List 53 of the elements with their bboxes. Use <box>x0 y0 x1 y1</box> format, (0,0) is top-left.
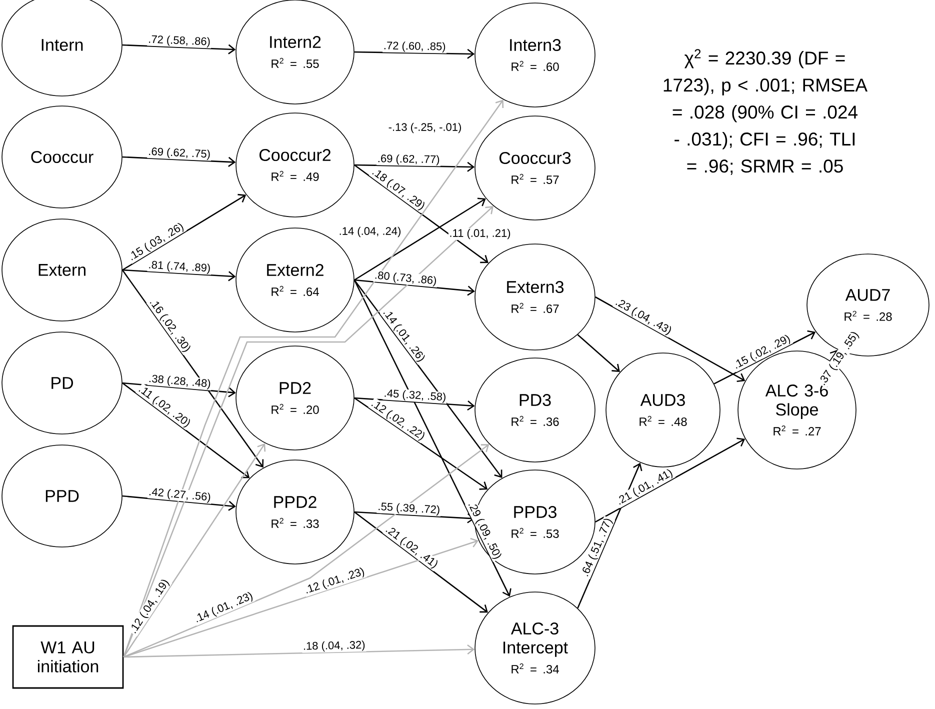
path-arrow <box>122 194 246 271</box>
edge-label: .21 (.01, .41) <box>614 466 676 508</box>
path-arrow <box>122 382 236 398</box>
path-arrow <box>354 511 488 613</box>
path-arrow <box>595 438 746 523</box>
path-arrow <box>122 382 250 478</box>
path-arrow <box>124 644 475 658</box>
path-arrow <box>122 269 236 282</box>
path-arrow <box>714 330 816 384</box>
edge-label: .23 (.04, .43) <box>612 296 674 338</box>
edge-label: .72 (.60, .85) <box>382 40 447 54</box>
path-arrow <box>124 538 479 658</box>
fit-statistics: χ$^{2}$ = 2230.39 (DF = 1723), p < .001; RMSEA = .028 (90% CI = .024 - .031); CFI = .96; TLI = .96; SRMR = .05 <box>664 49 868 175</box>
edge-label: -.13 (-.25, -.01) <box>388 122 462 134</box>
edge-label: .12 (.04, .19) <box>127 576 172 637</box>
path-arrow <box>354 198 486 281</box>
edge-label: .80 (.73, .86) <box>373 270 438 288</box>
path-arrow <box>354 48 475 59</box>
edge-label: .14 (.01, .23) <box>192 590 256 626</box>
path-arrow <box>122 495 236 511</box>
edge-label: .55 (.39, .72) <box>376 501 442 517</box>
path-arrow <box>354 511 475 524</box>
path-arrow <box>354 397 475 411</box>
path-arrow <box>123 444 490 658</box>
path-arrow <box>122 270 264 468</box>
path-arrow <box>122 156 236 167</box>
edge-label: .38 (.28, .48) <box>147 373 212 390</box>
edge-label: .45 (.32, .58) <box>382 388 448 404</box>
path-arrow <box>577 334 620 372</box>
path-arrow <box>354 162 475 172</box>
edge-label: .69 (.62, .75) <box>147 146 212 161</box>
variable-box: W1 AU initiation <box>12 625 124 689</box>
edge-label: .69 (.62, .77) <box>376 153 441 166</box>
edge-label: .64 (.51, .77) <box>579 516 616 580</box>
path-arrow <box>354 397 488 490</box>
edge-label: .18 (.04, .32) <box>302 640 366 653</box>
path-arrow <box>595 296 746 382</box>
edge-label: .11 (.01, .21) <box>448 228 512 240</box>
edge-label: .42 (.27, .56) <box>147 486 212 504</box>
edge-label: .81 (.74, .89) <box>147 259 212 275</box>
edge-label: .29 (.09, .50) <box>464 499 504 562</box>
path-arrow <box>354 279 475 296</box>
path-arrow <box>122 44 236 54</box>
path-arrow <box>354 164 488 264</box>
path-arrow <box>354 280 502 478</box>
edge-label: .12 (.01, .23) <box>302 566 367 597</box>
edge-label: .21 (.02, .41) <box>382 523 441 572</box>
path-arrow <box>123 443 266 658</box>
path-arrow <box>577 462 642 608</box>
path-arrow <box>354 280 512 597</box>
edge-label: .15 (.02, .29) <box>730 332 794 372</box>
path-arrow <box>123 206 494 658</box>
edge-label: .72 (.58, .86) <box>147 34 212 48</box>
